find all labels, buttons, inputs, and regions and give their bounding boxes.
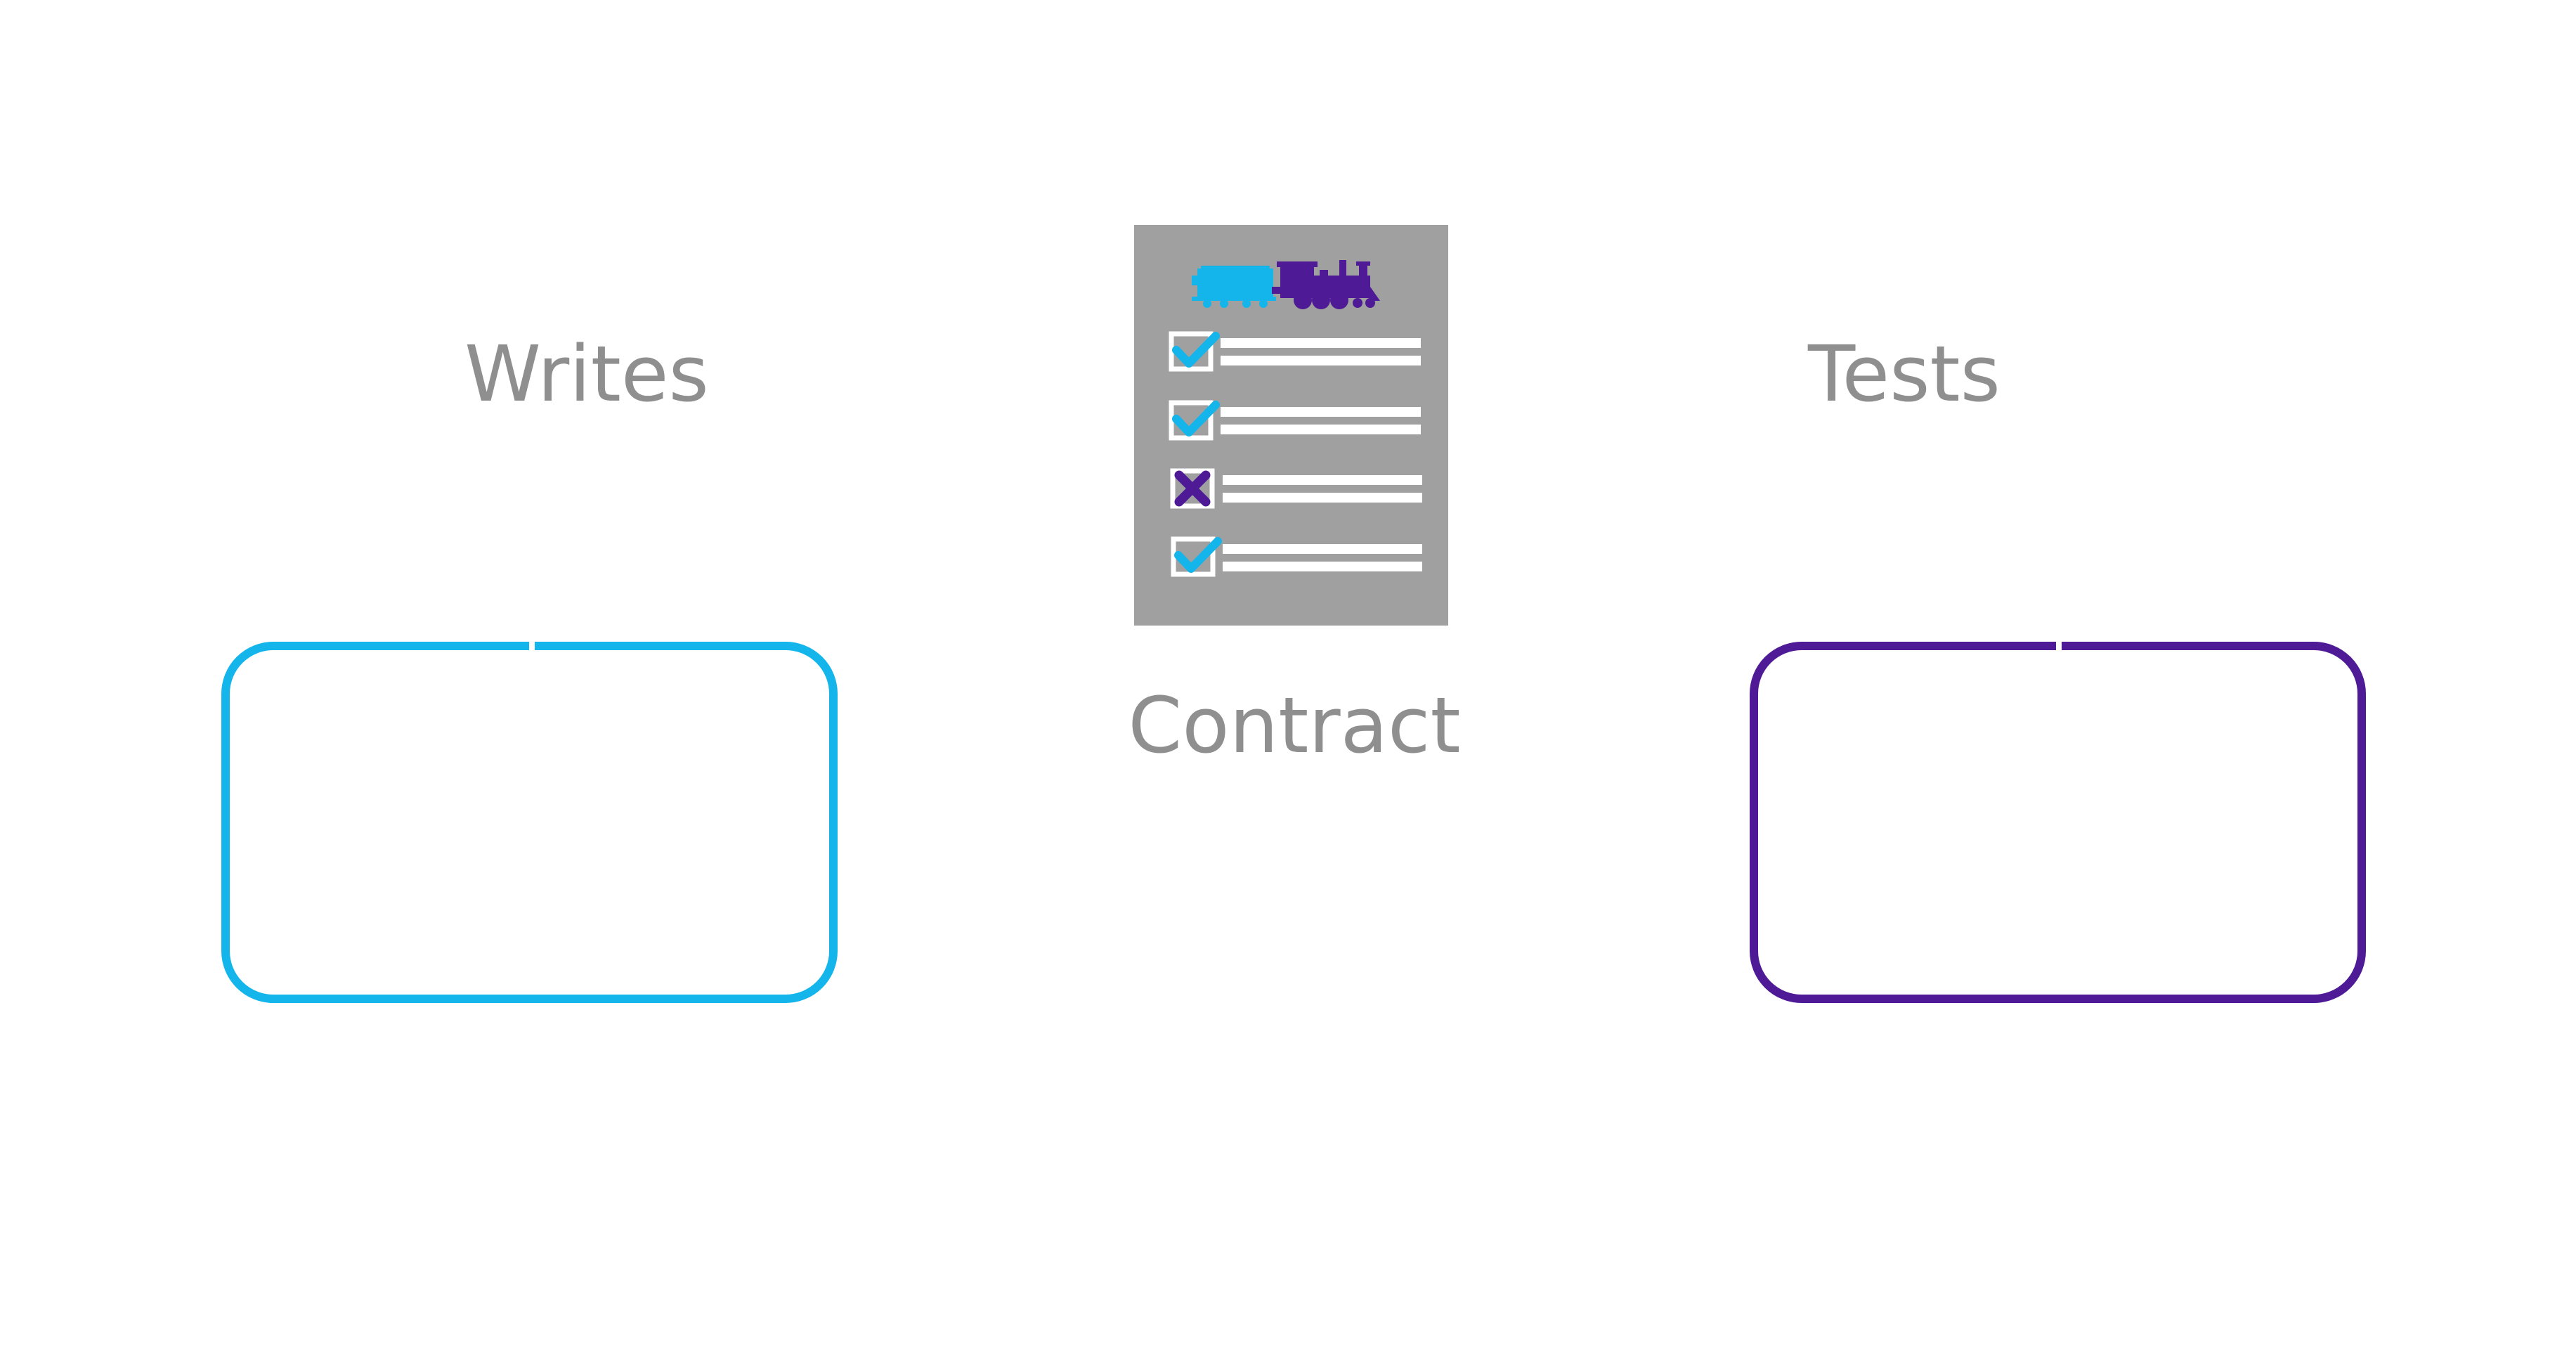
checklist-line (1223, 493, 1422, 503)
checklist-row (1170, 468, 1422, 509)
contract-label: Contract (1128, 680, 1461, 770)
checklist-line (1223, 562, 1422, 571)
checkbox (1169, 331, 1214, 372)
checkbox (1171, 536, 1216, 577)
check-icon (1172, 401, 1220, 436)
checklist-line (1221, 356, 1421, 365)
checklist-line (1223, 475, 1422, 485)
checkbox (1169, 400, 1214, 441)
consumer-box (221, 641, 838, 1003)
contract-document-graphic (1169, 260, 1422, 577)
provider-box (1750, 641, 2366, 1003)
consumer-box-notch (529, 641, 535, 651)
checklist-row (1169, 331, 1421, 372)
checklist-row (1171, 536, 1422, 577)
check-icon (1174, 537, 1222, 573)
checklist-row (1169, 400, 1421, 441)
tests-label: Tests (1808, 329, 2001, 419)
provider-box-notch (2056, 641, 2062, 651)
train-icon (1192, 260, 1380, 309)
checklist-line (1221, 407, 1421, 417)
checkbox (1170, 468, 1215, 509)
checklist-line (1223, 544, 1422, 554)
checklist-line (1221, 425, 1421, 434)
contract-document (1134, 225, 1448, 626)
checklist-line (1221, 338, 1421, 348)
writes-label: Writes (464, 329, 709, 419)
check-icon (1172, 332, 1220, 368)
